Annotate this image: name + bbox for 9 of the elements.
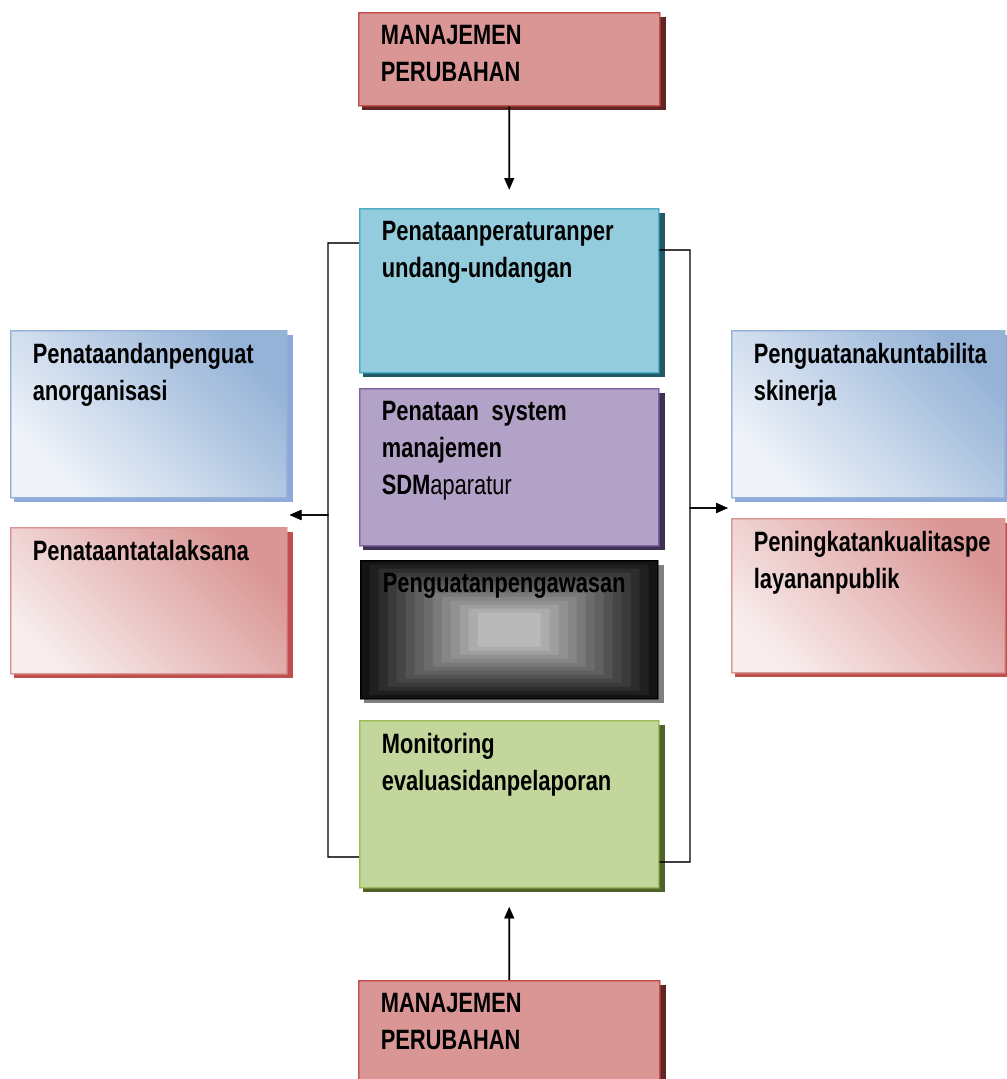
process-box: Penataanperaturanper undang-undangan: [359, 208, 665, 377]
process-box: Penataan system manajemen SDMaparatur: [359, 388, 665, 550]
process-box: Monitoring evaluasidanpelaporan: [359, 720, 665, 892]
process-box: MANAJEMEN PERUBAHAN: [358, 12, 666, 110]
process-box: Penataandanpenguat anorganisasi: [10, 330, 293, 502]
process-box: Penguatanakuntabilita skinerja: [731, 330, 1007, 502]
process-box: MANAJEMEN PERUBAHAN: [358, 980, 666, 1079]
process-box: Penataantatalaksana: [10, 527, 293, 678]
process-box: Peningkatankualitaspe layananpublik: [731, 518, 1007, 677]
